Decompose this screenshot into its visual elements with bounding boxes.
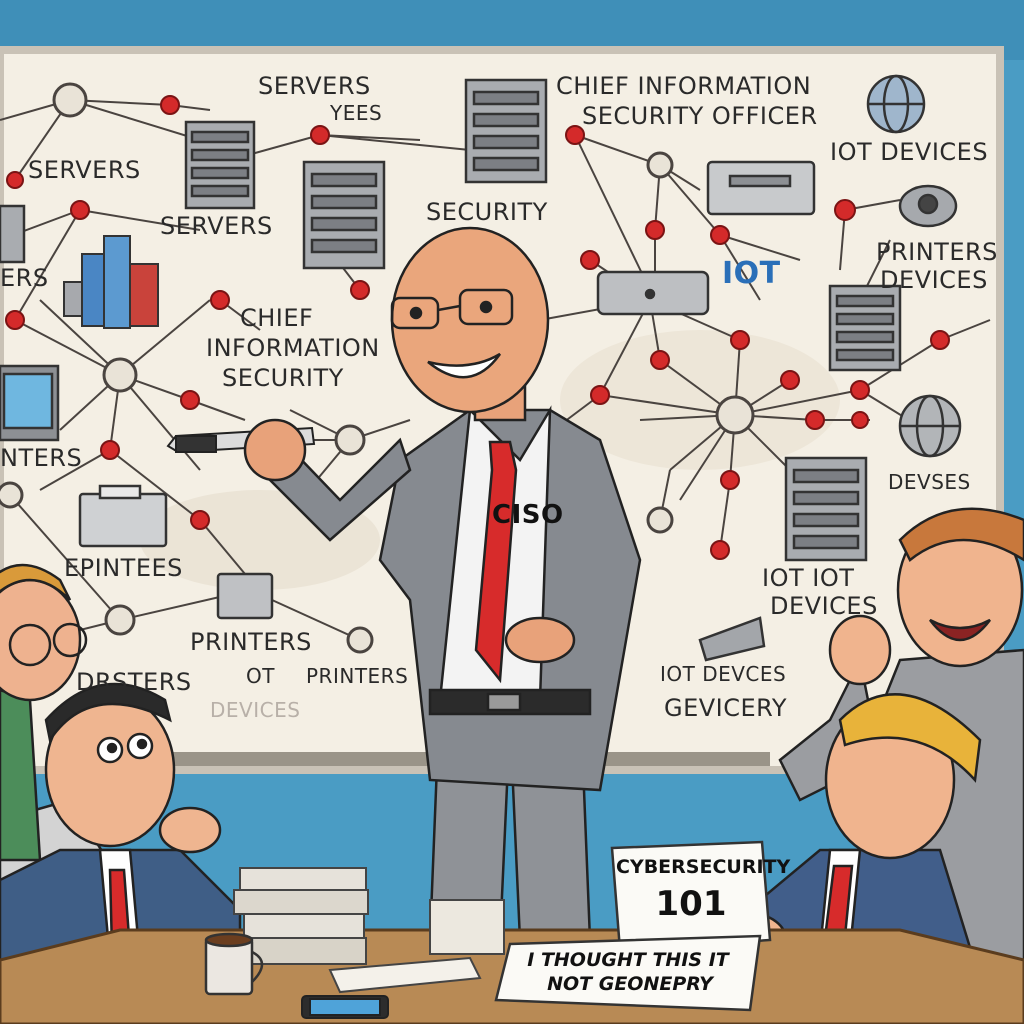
- device-icons: [0, 74, 962, 662]
- caption-line-1: I THOUGHT THIS IT: [527, 949, 729, 971]
- server-icon: [302, 160, 386, 270]
- label-iot: IOT: [722, 256, 781, 291]
- server-icon: [464, 78, 548, 184]
- label-servers-top: SERVERS: [258, 72, 371, 100]
- label-ot: OT: [246, 664, 275, 688]
- label-chief-3: SECURITY: [222, 364, 344, 392]
- label-chief-2: INFORMATION: [206, 334, 380, 362]
- red-pins: [5, 95, 950, 560]
- label-devses: DEVSES: [888, 470, 971, 494]
- sign-line-1: CYBERSECURITY: [616, 856, 791, 878]
- server-icon: [0, 204, 26, 264]
- label-ciso-title-2: SECURITY OFFICER: [582, 102, 818, 130]
- bar-chart-doodle: [63, 235, 159, 329]
- globe-icon: [866, 74, 926, 134]
- cybersecurity-sign: [610, 840, 772, 952]
- coffee-mug: [204, 932, 264, 996]
- monitor-icon: [0, 364, 60, 442]
- network-hubs: [0, 82, 755, 654]
- book-stack: [233, 867, 369, 965]
- caption-line-2: NOT GEONEPRY: [547, 973, 713, 995]
- switch-icon: [596, 270, 710, 316]
- label-printers-mid: PRINTERS: [190, 628, 312, 656]
- presenter: [243, 226, 642, 942]
- caption-paper: [494, 934, 762, 1012]
- label-yees: YEES: [330, 101, 383, 125]
- webcam-icon: [898, 184, 958, 228]
- label-printers-devices-2: DEVICES: [880, 266, 988, 294]
- label-printers-devices-1: PRINTERS: [876, 238, 998, 266]
- server-icon: [784, 456, 868, 562]
- paper-stack: [328, 899, 505, 994]
- label-gevicery: GEVICERY: [664, 694, 787, 722]
- smartphone: [301, 995, 389, 1019]
- sign-line-2: 101: [655, 884, 727, 924]
- label-chief-1: CHIEF: [240, 304, 314, 332]
- presenter-shirt-label: CISO: [492, 500, 564, 530]
- label-iot-devices-top: IOT DEVICES: [830, 138, 989, 166]
- label-ciso-title-1: CHIEF INFORMATION: [556, 72, 812, 100]
- label-printers-low: PRINTERS: [306, 664, 409, 688]
- label-drsters: DRSTERS: [76, 668, 192, 696]
- label-devices-faint: DEVICES: [210, 698, 301, 722]
- globe-icon: [898, 394, 962, 458]
- device-icon: [698, 616, 766, 662]
- label-epintees: EPINTEES: [64, 554, 183, 582]
- label-iot-iot-2: DEVICES: [770, 592, 878, 620]
- label-ers: ERS: [0, 264, 49, 292]
- label-security: SECURITY: [426, 198, 548, 226]
- label-servers-mid: SERVERS: [160, 212, 273, 240]
- printer-icon: [216, 572, 274, 620]
- label-iot-iot-1: IOT IOT: [762, 564, 855, 592]
- label-servers-left: SERVERS: [28, 156, 141, 184]
- printer-icon: [78, 484, 168, 548]
- server-icon: [828, 284, 902, 372]
- label-iot-devces: IOT DEVCES: [660, 662, 787, 686]
- label-nters: NTERS: [0, 444, 83, 472]
- server-icons: [0, 78, 902, 562]
- server-icon: [184, 120, 256, 210]
- router-icon: [706, 160, 816, 216]
